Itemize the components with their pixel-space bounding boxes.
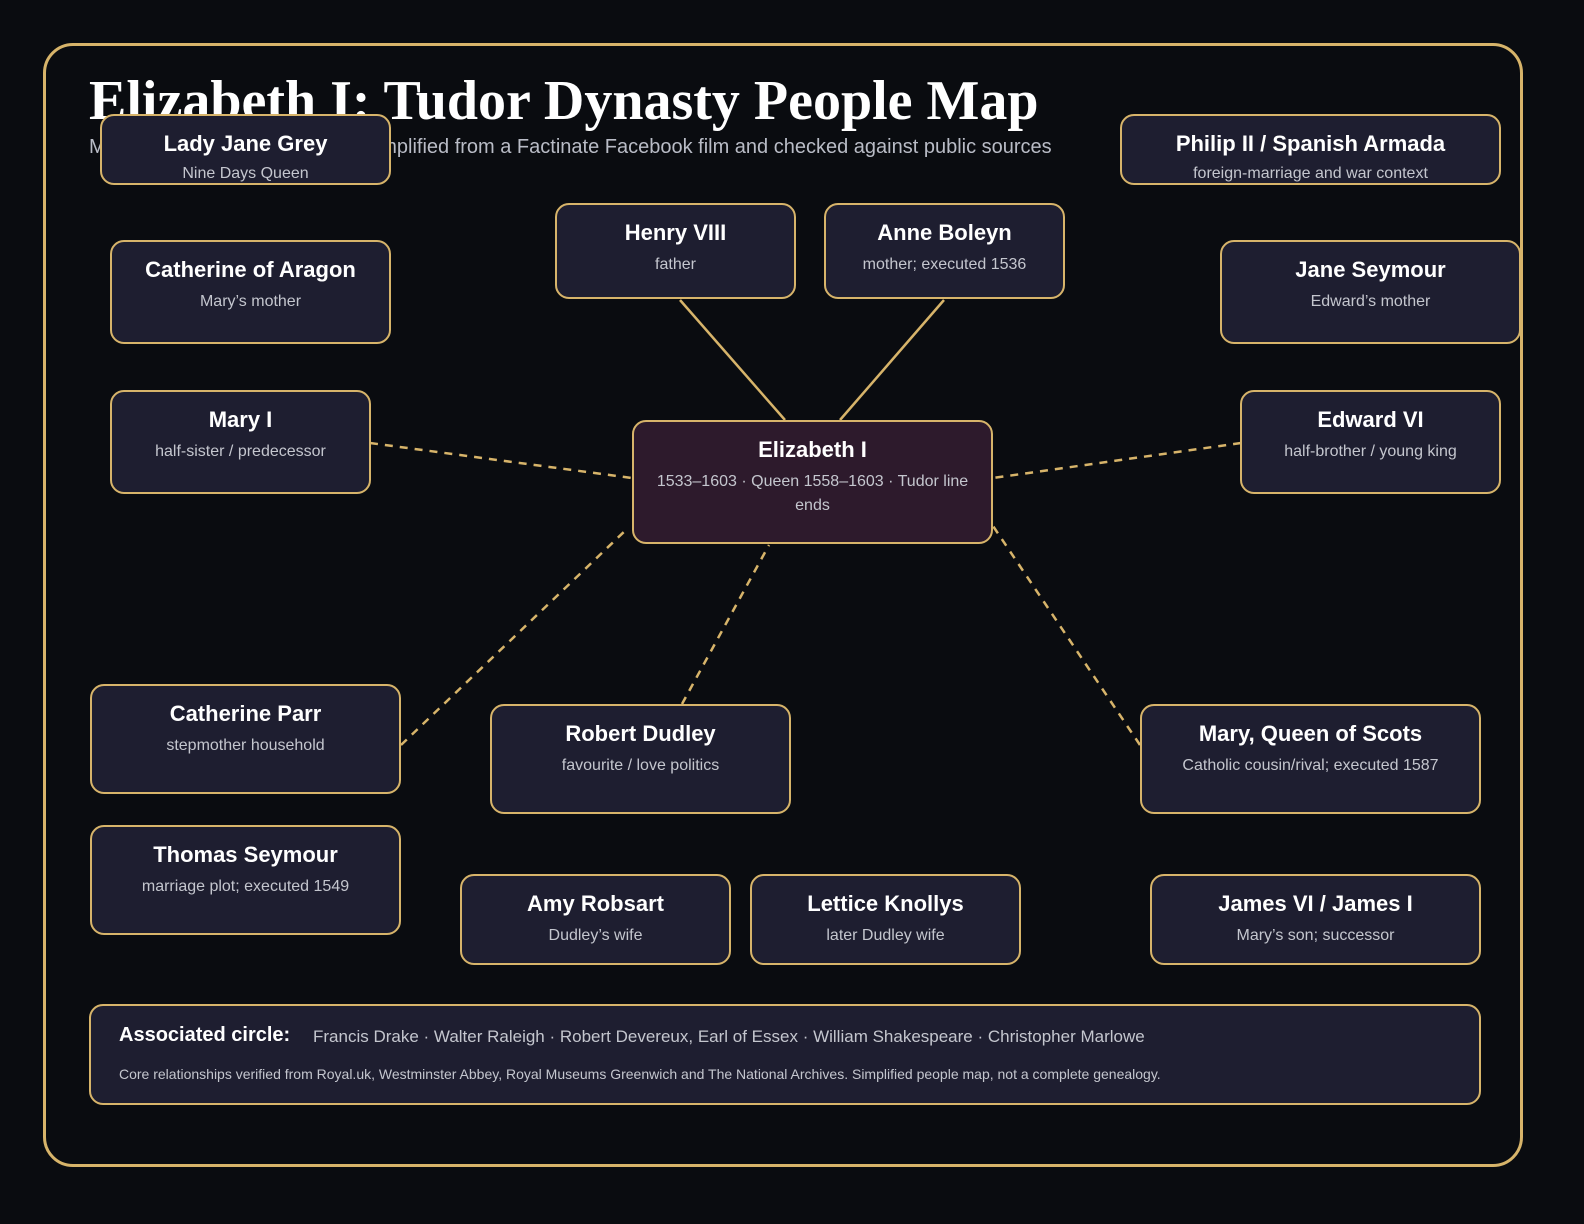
node-name: Anne Boleyn xyxy=(877,220,1012,245)
link-catherine-parr xyxy=(400,527,629,746)
node-desc: half-brother / young king xyxy=(1284,443,1457,460)
node-edward-vi: Edward VI half-brother / young king xyxy=(1240,390,1501,494)
node-desc: marriage plot; executed 1549 xyxy=(141,878,350,895)
node-catherine-parr: Catherine Parr stepmother household xyxy=(90,684,401,794)
node-desc: 1533–1603 · Queen 1558–1603 · Tudor line… xyxy=(656,473,969,514)
node-name: Robert Dudley xyxy=(565,721,716,746)
link-henry-viii xyxy=(679,299,786,421)
sources-note: Core relationships verified from Royal.u… xyxy=(119,1066,1161,1082)
node-desc: Catholic cousin/rival; executed 1587 xyxy=(1182,757,1439,774)
node-name: Lettice Knollys xyxy=(807,891,964,916)
node-jane-seymour: Jane Seymour Edward’s mother xyxy=(1220,240,1521,344)
node-desc: favourite / love politics xyxy=(561,757,720,774)
node-desc: stepmother household xyxy=(166,737,325,754)
node-desc: later Dudley wife xyxy=(826,927,945,944)
node-henry-viii: Henry VIII father xyxy=(555,203,796,299)
node-desc: Nine Days Queen xyxy=(182,165,309,182)
node-name: Lady Jane Grey xyxy=(163,131,328,156)
node-name: Catherine of Aragon xyxy=(145,257,356,282)
node-lady-jane-grey: Lady Jane Grey Nine Days Queen xyxy=(100,114,391,185)
node-name: Philip II / Spanish Armada xyxy=(1175,131,1446,156)
node-name: Jane Seymour xyxy=(1295,257,1446,282)
node-elizabeth-i: Elizabeth I 1533–1603 · Queen 1558–1603 … xyxy=(632,420,993,544)
link-robert-dudley xyxy=(680,544,771,705)
associated-circle-people: Francis Drake · Walter Raleigh · Robert … xyxy=(313,1027,1145,1046)
node-desc: half-sister / predecessor xyxy=(155,443,326,460)
node-lettice-knollys: Lettice Knollys later Dudley wife xyxy=(750,874,1021,965)
node-name: James VI / James I xyxy=(1218,891,1413,916)
node-name: Catherine Parr xyxy=(169,701,322,726)
node-anne-boleyn: Anne Boleyn mother; executed 1536 xyxy=(824,203,1065,299)
node-name: Amy Robsart xyxy=(527,891,664,916)
node-philip-ii: Philip II / Spanish Armada foreign-marri… xyxy=(1120,114,1501,185)
link-mary-i xyxy=(369,441,633,480)
node-robert-dudley: Robert Dudley favourite / love politics xyxy=(490,704,791,814)
node-desc: Edward’s mother xyxy=(1310,293,1431,310)
node-desc: Mary’s mother xyxy=(199,293,302,310)
node-mary-i: Mary I half-sister / predecessor xyxy=(110,390,371,494)
node-name: Mary, Queen of Scots xyxy=(1198,721,1423,746)
node-desc: Dudley’s wife xyxy=(548,927,643,944)
node-desc: father xyxy=(655,256,696,273)
node-name: Elizabeth I xyxy=(758,437,867,462)
node-name: Thomas Seymour xyxy=(153,842,338,867)
associated-circle-panel: Associated circle: Francis Drake · Walte… xyxy=(89,1004,1481,1105)
node-desc: foreign-marriage and war context xyxy=(1193,165,1428,182)
node-mary-queen-of-scots: Mary, Queen of Scots Catholic cousin/riv… xyxy=(1140,704,1481,814)
node-amy-robsart: Amy Robsart Dudley’s wife xyxy=(460,874,731,965)
associated-circle-label: Associated circle: xyxy=(119,1024,291,1046)
node-desc: Mary’s son; successor xyxy=(1236,927,1395,944)
node-desc: mother; executed 1536 xyxy=(862,256,1027,273)
link-edward-vi xyxy=(992,441,1242,480)
node-name: Edward VI xyxy=(1317,407,1424,432)
node-name: Mary I xyxy=(208,407,273,432)
node-thomas-seymour: Thomas Seymour marriage plot; executed 1… xyxy=(90,825,401,935)
link-anne-boleyn xyxy=(839,299,945,421)
node-catherine-of-aragon: Catherine of Aragon Mary’s mother xyxy=(110,240,391,344)
link-mary-scots xyxy=(991,525,1142,746)
node-name: Henry VIII xyxy=(624,220,727,245)
node-james-vi: James VI / James I Mary’s son; successor xyxy=(1150,874,1481,965)
